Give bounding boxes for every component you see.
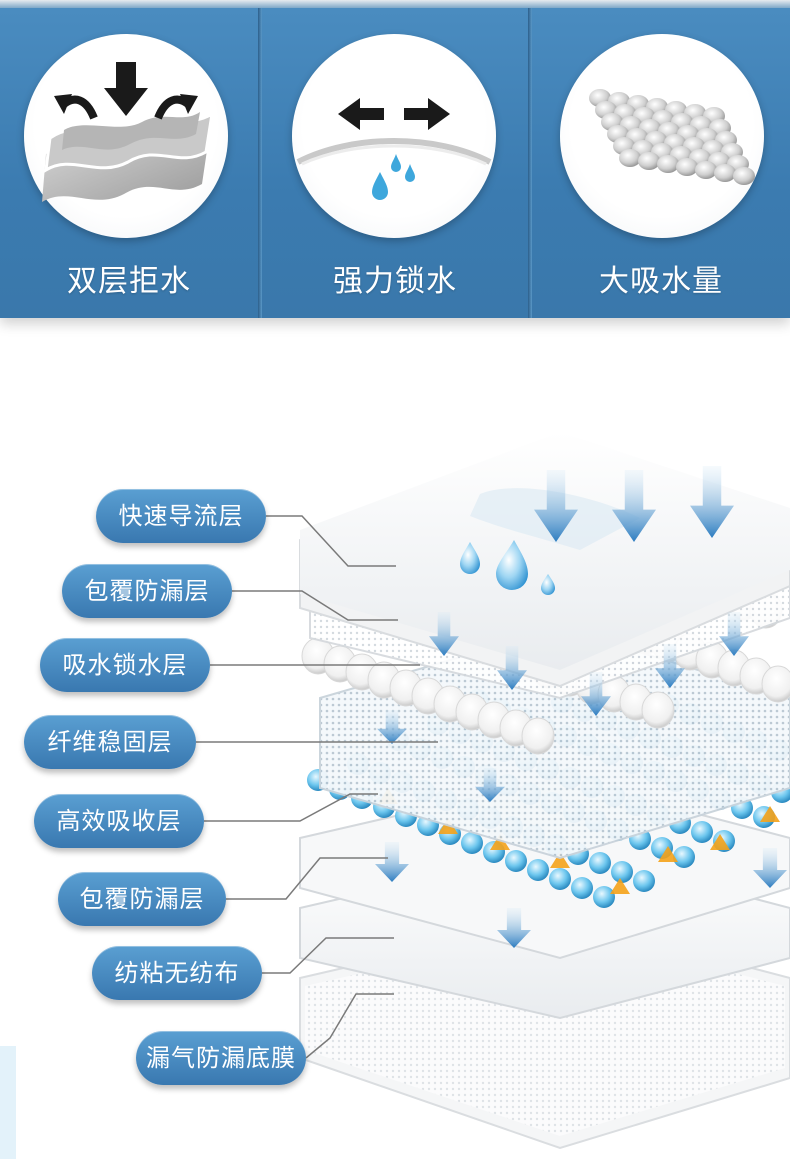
bead — [638, 152, 660, 170]
up-arrow-icon — [610, 878, 630, 894]
water-drop-icon — [460, 542, 480, 574]
feature-label-water-lock: 强力锁水 — [333, 264, 457, 299]
absorb-bead — [461, 832, 483, 854]
up-arrow-icon — [490, 834, 510, 850]
bead — [676, 158, 698, 176]
down-arrow-icon — [719, 612, 749, 656]
feature-banner: 双层拒水 强力锁水 — [0, 0, 790, 318]
bead — [619, 149, 641, 167]
up-arrow-icon — [658, 846, 678, 862]
feature-circle — [24, 34, 228, 238]
absorb-bead — [527, 859, 549, 881]
absorb-bead — [571, 877, 593, 899]
lock-bead — [641, 691, 675, 729]
bead — [657, 155, 679, 173]
water-lock-icon — [296, 98, 492, 200]
feature-circle — [292, 34, 496, 238]
down-arrow-icon — [581, 672, 611, 716]
panel-divider — [528, 8, 532, 318]
lock-bead — [521, 717, 555, 755]
layer-label-spunbond: 纺粘无纺布 — [92, 946, 262, 1000]
water-drop-icon — [541, 574, 555, 595]
bead — [714, 164, 736, 182]
feature-circle — [560, 34, 764, 238]
absorb-bead — [633, 870, 655, 892]
layer-label-fast-flow: 快速导流层 — [96, 489, 266, 543]
flow-arrows — [375, 466, 787, 948]
banner-top-edge — [0, 0, 790, 8]
layer-label-fiber: 纤维稳固层 — [24, 715, 196, 769]
down-arrow-icon — [497, 646, 527, 690]
absorb-bead — [611, 861, 633, 883]
feature-panel-water-lock: 强力锁水 — [262, 8, 528, 318]
feature-label-double-layer: 双层拒水 — [67, 264, 191, 299]
layer-structure-diagram: 快速导流层 包覆防漏层 吸水锁水层 纤维稳固层 高效吸收层 包覆防漏层 纺粘无纺… — [0, 318, 790, 1159]
up-arrow-icon — [710, 834, 730, 850]
absorb-bead — [673, 846, 695, 868]
absorb-bead — [549, 868, 571, 890]
lock-bead — [761, 665, 790, 703]
up-arrow-icon — [760, 806, 780, 822]
absorbent-beads-icon — [589, 89, 755, 185]
down-arrow-icon — [612, 470, 656, 542]
down-arrow-icon — [429, 612, 459, 656]
down-arrow-icon — [655, 644, 685, 688]
layer-label-water-lock: 吸水锁水层 — [40, 638, 210, 692]
down-arrow-icon — [690, 466, 734, 538]
down-arrow-icon — [753, 848, 787, 888]
absorb-bead — [589, 852, 611, 874]
absorb-bead — [593, 886, 615, 908]
layer-illustration — [196, 432, 790, 1150]
down-arrow-icon — [475, 768, 505, 802]
leader-lines — [196, 515, 438, 1059]
bead — [695, 161, 717, 179]
layer-label-absorb: 高效吸收层 — [34, 794, 204, 848]
up-arrow-icon — [550, 852, 570, 868]
layer-label-wrap-upper: 包覆防漏层 — [62, 564, 232, 618]
down-arrow-icon — [375, 842, 409, 882]
panel-divider — [258, 8, 262, 318]
absorb-bead — [505, 850, 527, 872]
down-arrow-icon — [377, 710, 407, 744]
water-drop-icon — [496, 540, 528, 590]
feature-label-absorb: 大吸水量 — [599, 264, 723, 299]
absorb-bead — [691, 821, 713, 843]
feature-panel-absorb: 大吸水量 — [532, 8, 790, 318]
double-layer-repel-icon — [42, 62, 214, 202]
down-arrow-icon — [534, 470, 578, 542]
bead — [733, 167, 755, 185]
down-arrow-icon — [497, 908, 531, 948]
feature-panel-double-layer: 双层拒水 — [0, 8, 258, 318]
left-edge-accent — [0, 1046, 16, 1159]
layer-label-wrap-lower: 包覆防漏层 — [58, 872, 226, 926]
layer-label-bottom-film: 漏气防漏底膜 — [136, 1031, 306, 1085]
